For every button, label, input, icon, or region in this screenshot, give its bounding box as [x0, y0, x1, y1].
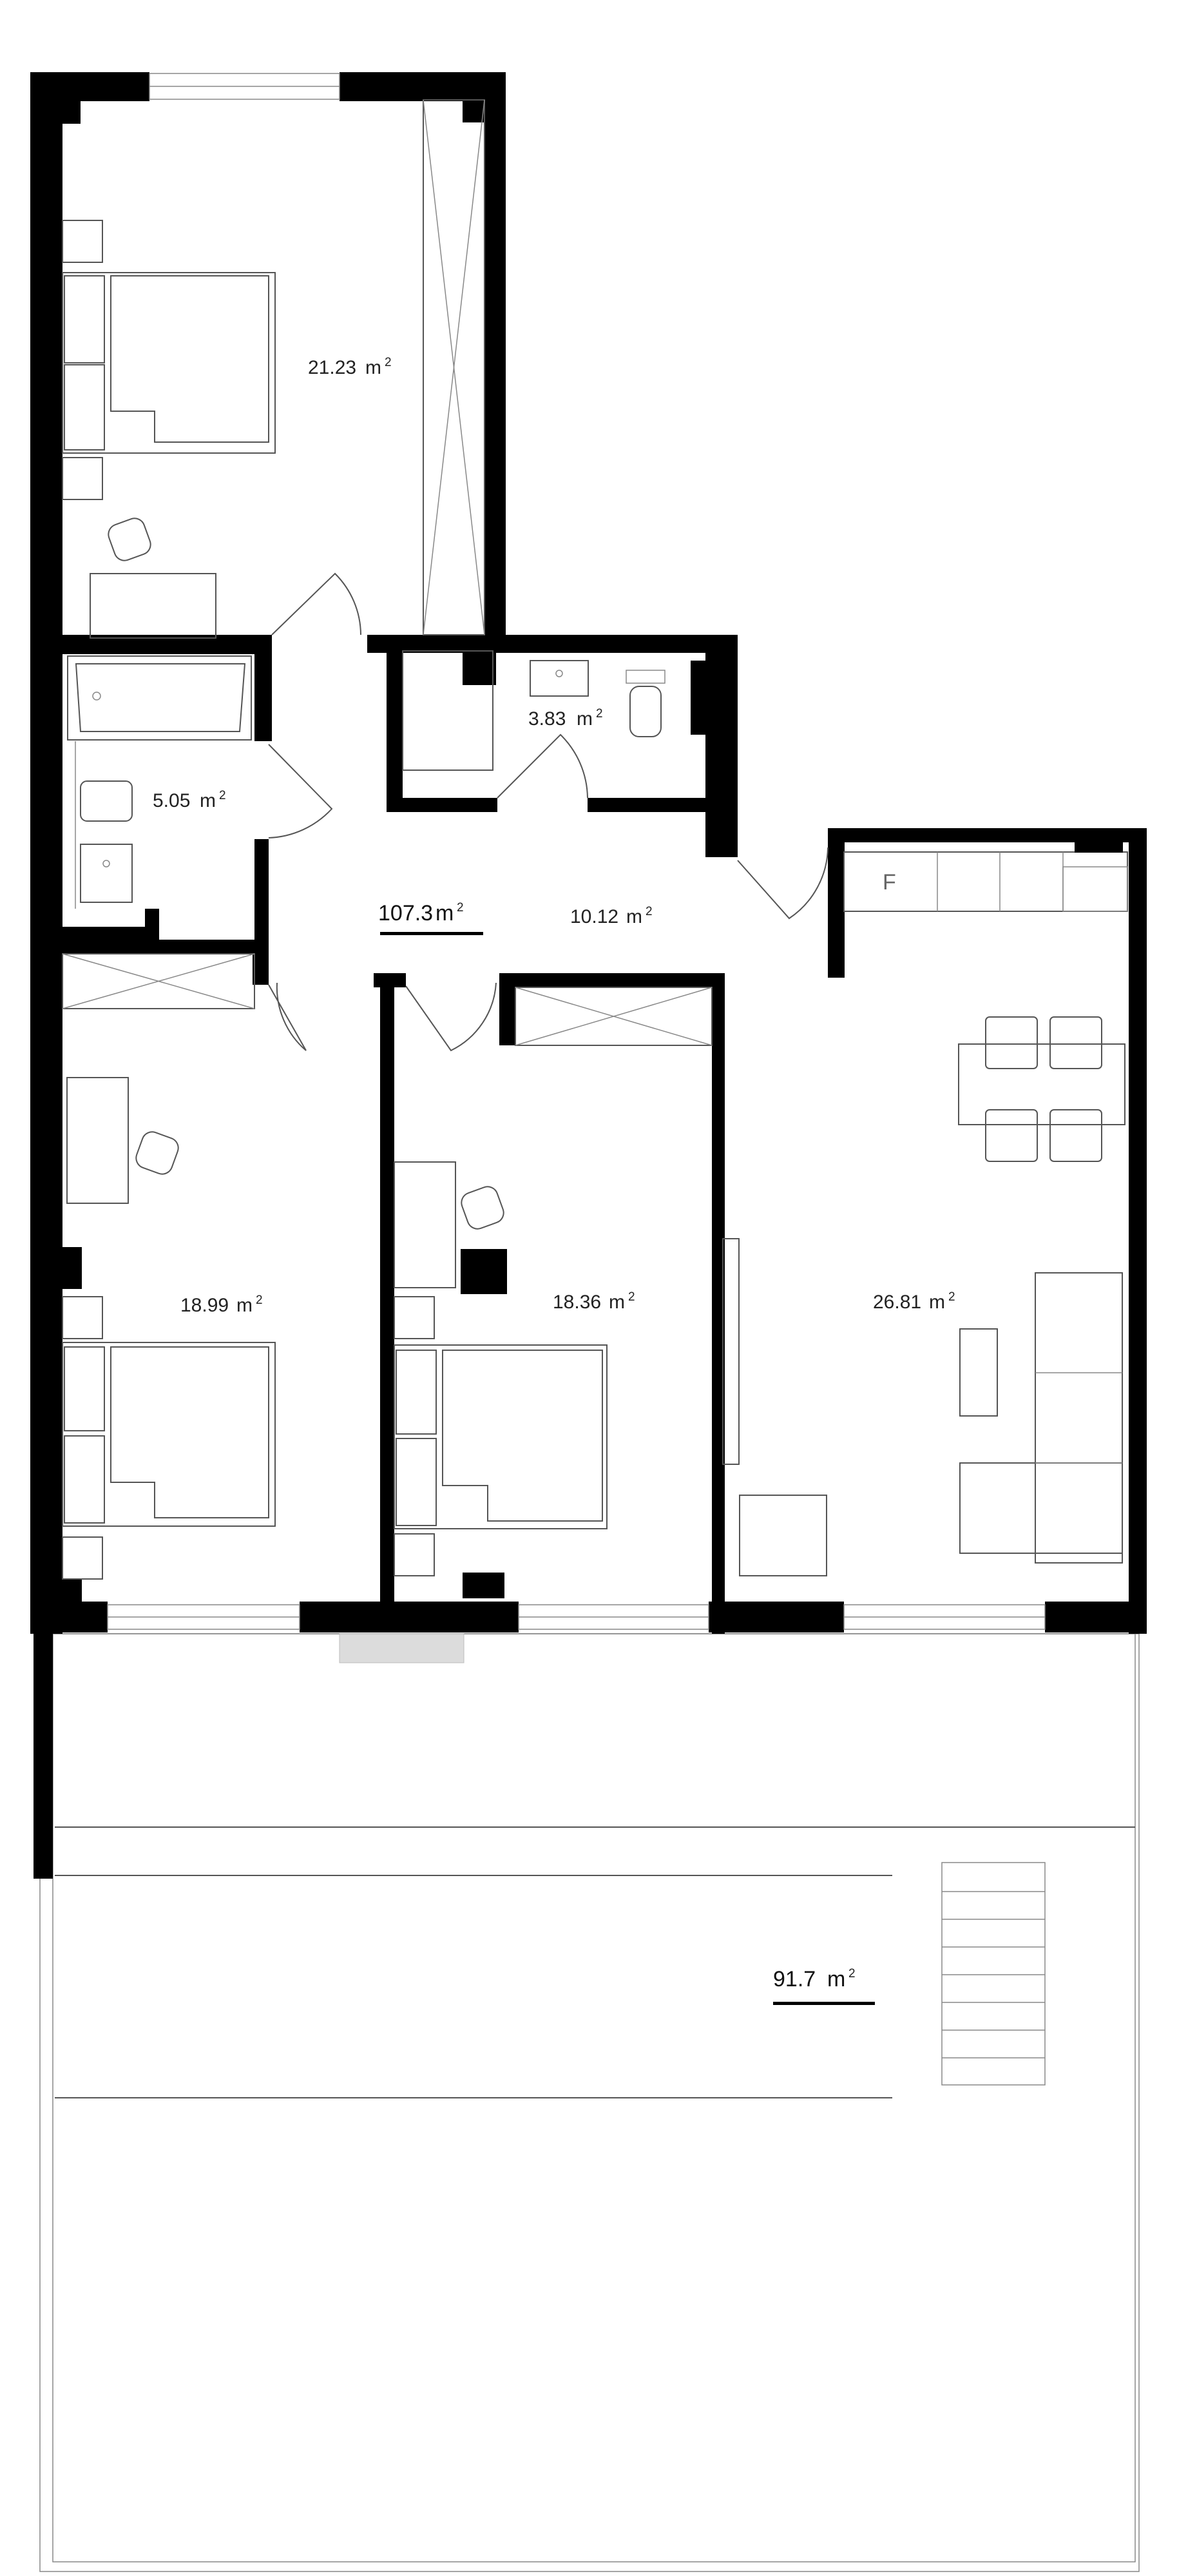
- fridge-label: F: [883, 870, 896, 895]
- area-superscript: 2: [385, 356, 392, 369]
- area-value: 3.83: [528, 708, 566, 730]
- terrace-area-underline: [773, 2002, 875, 2005]
- area-value: 10.12: [570, 906, 618, 927]
- area-unit: m: [236, 1295, 253, 1316]
- terrace-steps: [941, 1862, 1046, 2086]
- area-superscript: 2: [596, 707, 603, 721]
- terrace-outline: [39, 1633, 1140, 2572]
- terrace-area-value: 91.7: [773, 1967, 816, 1991]
- terrace-area-unit: m: [827, 1967, 845, 1991]
- area-unit: m: [577, 708, 593, 730]
- bathroom-wc-fixtures: [530, 660, 666, 737]
- area-superscript: 2: [628, 1290, 635, 1304]
- terrace-area-superscript: 2: [848, 1967, 856, 1980]
- area-value: 26.81: [873, 1292, 921, 1313]
- area-labels: 21.23 m 2 5.05 m 2 3.83 m 2 10.12 m 2 10…: [153, 356, 955, 2005]
- total-area-unit: m: [436, 901, 454, 925]
- room-area-bedroom-north: 21.23 m 2: [308, 356, 392, 378]
- area-unit: m: [365, 357, 381, 378]
- total-area-underline: [380, 932, 483, 935]
- area-value: 21.23: [308, 357, 356, 378]
- closet-southwest: [62, 953, 255, 1009]
- bedroom-north-furniture: [62, 220, 276, 639]
- terrace-area: 91.7 m 2: [773, 1967, 875, 2005]
- area-unit: m: [626, 906, 642, 927]
- closet-middle: [515, 987, 713, 1046]
- area-value: 5.05: [153, 790, 190, 811]
- area-value: 18.36: [553, 1292, 601, 1313]
- total-area-value: 107.3: [378, 901, 433, 925]
- closet-north: [423, 99, 485, 635]
- room-area-bedroom-middle: 18.36 m 2: [553, 1290, 635, 1313]
- room-area-living-kitchen: 26.81 m 2: [873, 1290, 955, 1313]
- area-superscript: 2: [219, 789, 226, 802]
- area-superscript: 2: [948, 1290, 955, 1304]
- terrace-doorstep: [339, 1633, 464, 1663]
- living-kitchen-furniture: [722, 841, 1128, 1576]
- room-area-bathroom-tub: 5.05 m 2: [153, 789, 226, 811]
- bathroom-tub-fixtures: [67, 655, 252, 909]
- walls: [30, 72, 1147, 1634]
- area-unit: m: [929, 1292, 945, 1313]
- total-area-superscript: 2: [457, 901, 464, 915]
- area-unit: m: [609, 1292, 625, 1313]
- terrace: [34, 1631, 1140, 2572]
- room-area-hallway: 10.12 m 2: [570, 905, 653, 927]
- closets: [62, 99, 713, 1046]
- area-superscript: 2: [646, 905, 653, 918]
- area-unit: m: [200, 790, 216, 811]
- bedroom-southwest-furniture: [62, 1077, 276, 1580]
- doors: [268, 572, 828, 1052]
- room-area-bedroom-southwest: 18.99 m 2: [180, 1293, 263, 1316]
- area-value: 18.99: [180, 1295, 229, 1316]
- terrace-inner-outline: [52, 1633, 1136, 2562]
- total-area: 107.3 m 2: [378, 901, 483, 935]
- terrace-west-wall: [34, 1631, 53, 1879]
- windows: [107, 73, 1046, 1630]
- area-superscript: 2: [256, 1293, 263, 1307]
- room-area-bathroom-wc: 3.83 m 2: [528, 707, 603, 730]
- bedroom-middle-furniture: [394, 1161, 608, 1576]
